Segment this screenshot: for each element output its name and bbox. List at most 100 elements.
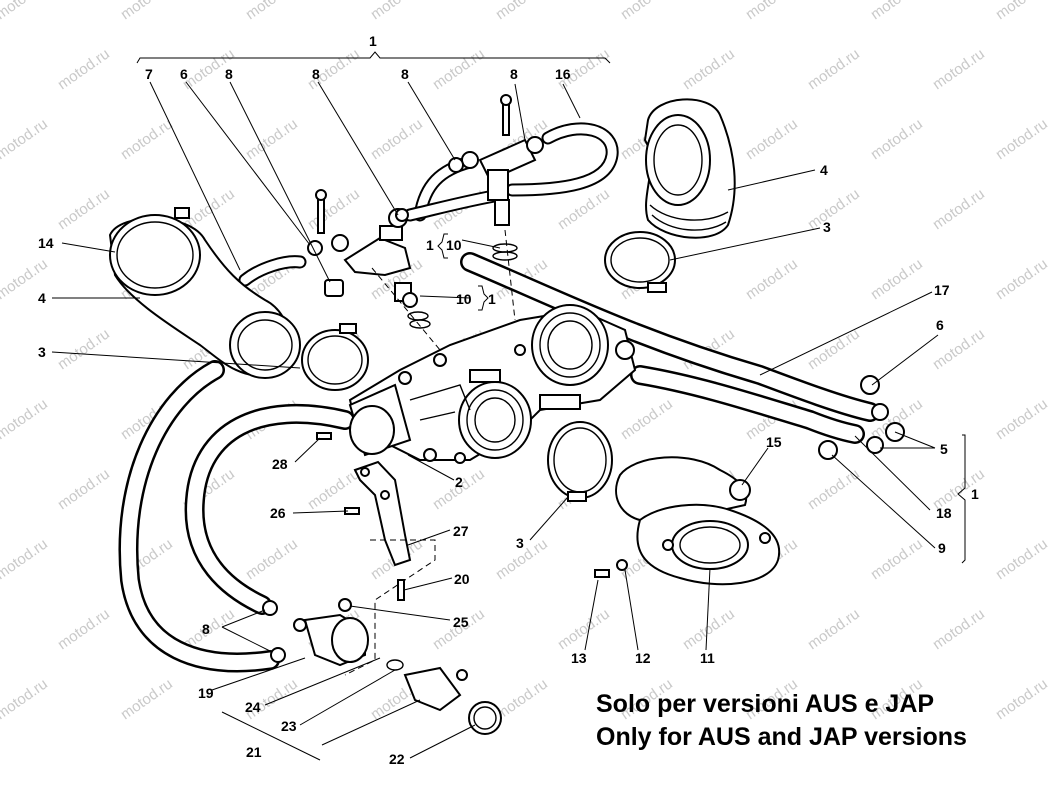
callout-5: 5 xyxy=(940,441,948,457)
watermark-text: motod.ru xyxy=(305,185,363,233)
callout-8-b: 8 xyxy=(312,66,320,82)
callout-8-a: 8 xyxy=(225,66,233,82)
callout-17: 17 xyxy=(934,282,950,298)
snap-ring-22 xyxy=(468,701,502,735)
callout-4-right: 4 xyxy=(820,162,828,178)
watermark-text: motod.ru xyxy=(0,395,51,443)
callout-4-left: 4 xyxy=(38,290,46,306)
hose-18 xyxy=(630,365,865,444)
callout-9: 9 xyxy=(938,540,946,556)
intake-boot-left xyxy=(108,207,301,379)
watermark-text: motod.ru xyxy=(118,675,176,723)
watermark-text: motod.ru xyxy=(368,0,426,23)
small-parts xyxy=(307,157,905,460)
watermark-text: motod.ru xyxy=(993,0,1051,23)
hose-left-long xyxy=(118,360,280,673)
watermark-text: motod.ru xyxy=(55,465,113,513)
fitting-top-left xyxy=(315,189,418,308)
watermark-text: motod.ru xyxy=(118,0,176,23)
fitting-23 xyxy=(386,659,468,712)
callout-8-d: 8 xyxy=(510,66,518,82)
watermark-text: motod.ru xyxy=(930,45,988,93)
callout-6-top: 6 xyxy=(180,66,188,82)
watermark-text: motod.ru xyxy=(0,115,51,163)
watermark-text: motod.ru xyxy=(0,0,51,23)
callout-1-b: 1 xyxy=(488,291,496,307)
watermark-text: motod.ru xyxy=(868,255,926,303)
watermark-text: motod.ru xyxy=(368,115,426,163)
callout-24: 24 xyxy=(245,699,261,715)
throttle-body xyxy=(348,304,637,464)
o-ring-10-top xyxy=(492,229,518,321)
callout-16: 16 xyxy=(555,66,571,82)
fitting-19 xyxy=(293,613,369,667)
watermark-text: motod.ru xyxy=(993,255,1051,303)
flange-11 xyxy=(615,456,781,586)
callout-3-bottom: 3 xyxy=(516,535,524,551)
callout-1-right: 1 xyxy=(971,486,979,502)
watermark-text: motod.ru xyxy=(805,605,863,653)
callout-6-right: 6 xyxy=(936,317,944,333)
clamp-3-bottom xyxy=(547,421,613,502)
watermark-text: motod.ru xyxy=(805,45,863,93)
intake-boot-right xyxy=(643,98,736,239)
callout-1-a: 1 xyxy=(426,237,434,253)
o-ring-10-left xyxy=(371,267,441,351)
callout-10-b: 10 xyxy=(456,291,472,307)
callout-3-right: 3 xyxy=(823,219,831,235)
watermark-text: motod.ru xyxy=(555,605,613,653)
watermark-text: motod.ru xyxy=(680,605,738,653)
callout-26: 26 xyxy=(270,505,286,521)
fitting-top-right xyxy=(461,94,544,226)
watermark-text: motod.ru xyxy=(993,395,1051,443)
version-note-english: Only for AUS and JAP versions xyxy=(596,723,967,751)
callout-18: 18 xyxy=(936,505,952,521)
watermark-text: motod.ru xyxy=(743,115,801,163)
callout-25: 25 xyxy=(453,614,469,630)
hose-7 xyxy=(238,255,307,287)
watermark-text: motod.ru xyxy=(743,0,801,23)
watermark-text: motod.ru xyxy=(993,115,1051,163)
callout-23: 23 xyxy=(281,718,297,734)
watermark-text: motod.ru xyxy=(805,185,863,233)
watermark-text: motod.ru xyxy=(430,45,488,93)
callout-8-c: 8 xyxy=(401,66,409,82)
clamp-3-left xyxy=(301,323,369,391)
version-note: Solo per versioni AUS e JAP Only for AUS… xyxy=(596,688,1036,754)
leader-lines xyxy=(51,51,966,761)
callout-8-bottom: 8 xyxy=(202,621,210,637)
callout-27: 27 xyxy=(453,523,469,539)
watermark-text: motod.ru xyxy=(55,605,113,653)
watermark-text: motod.ru xyxy=(0,535,51,583)
callout-13: 13 xyxy=(571,650,587,666)
callout-2: 2 xyxy=(455,474,463,490)
watermark-text: motod.ru xyxy=(868,115,926,163)
watermark-text: motod.ru xyxy=(868,0,926,23)
watermark-text: motod.ru xyxy=(0,675,51,723)
callout-19: 19 xyxy=(198,685,214,701)
callout-22: 22 xyxy=(389,751,405,767)
hose-17 xyxy=(460,252,880,422)
watermark-text: motod.ru xyxy=(868,535,926,583)
callout-15: 15 xyxy=(766,434,782,450)
watermark-text: motod.ru xyxy=(805,465,863,513)
watermark-text: motod.ru xyxy=(243,0,301,23)
watermark-text: motod.ru xyxy=(618,395,676,443)
watermark-text: motod.ru xyxy=(743,255,801,303)
callout-numbers: 1 7 6 8 8 8 8 16 4 3 14 4 10 1 10 1 17 3… xyxy=(38,33,979,767)
callout-10-a: 10 xyxy=(446,237,462,253)
watermark-text: motod.ru xyxy=(993,535,1051,583)
bracket-26 xyxy=(353,460,412,567)
hose-left-loop xyxy=(184,403,355,615)
watermark-text: motod.ru xyxy=(243,535,301,583)
watermark-text: motod.ru xyxy=(55,185,113,233)
watermark-text: motod.ru xyxy=(618,0,676,23)
callout-11: 11 xyxy=(700,650,715,666)
callout-3-left: 3 xyxy=(38,344,46,360)
callout-21: 21 xyxy=(246,744,262,760)
version-note-italian: Solo per versioni AUS e JAP xyxy=(596,690,935,718)
watermark-text: motod.ru xyxy=(243,115,301,163)
clamp-3-upper-right xyxy=(604,231,676,293)
watermark-text: motod.ru xyxy=(930,185,988,233)
